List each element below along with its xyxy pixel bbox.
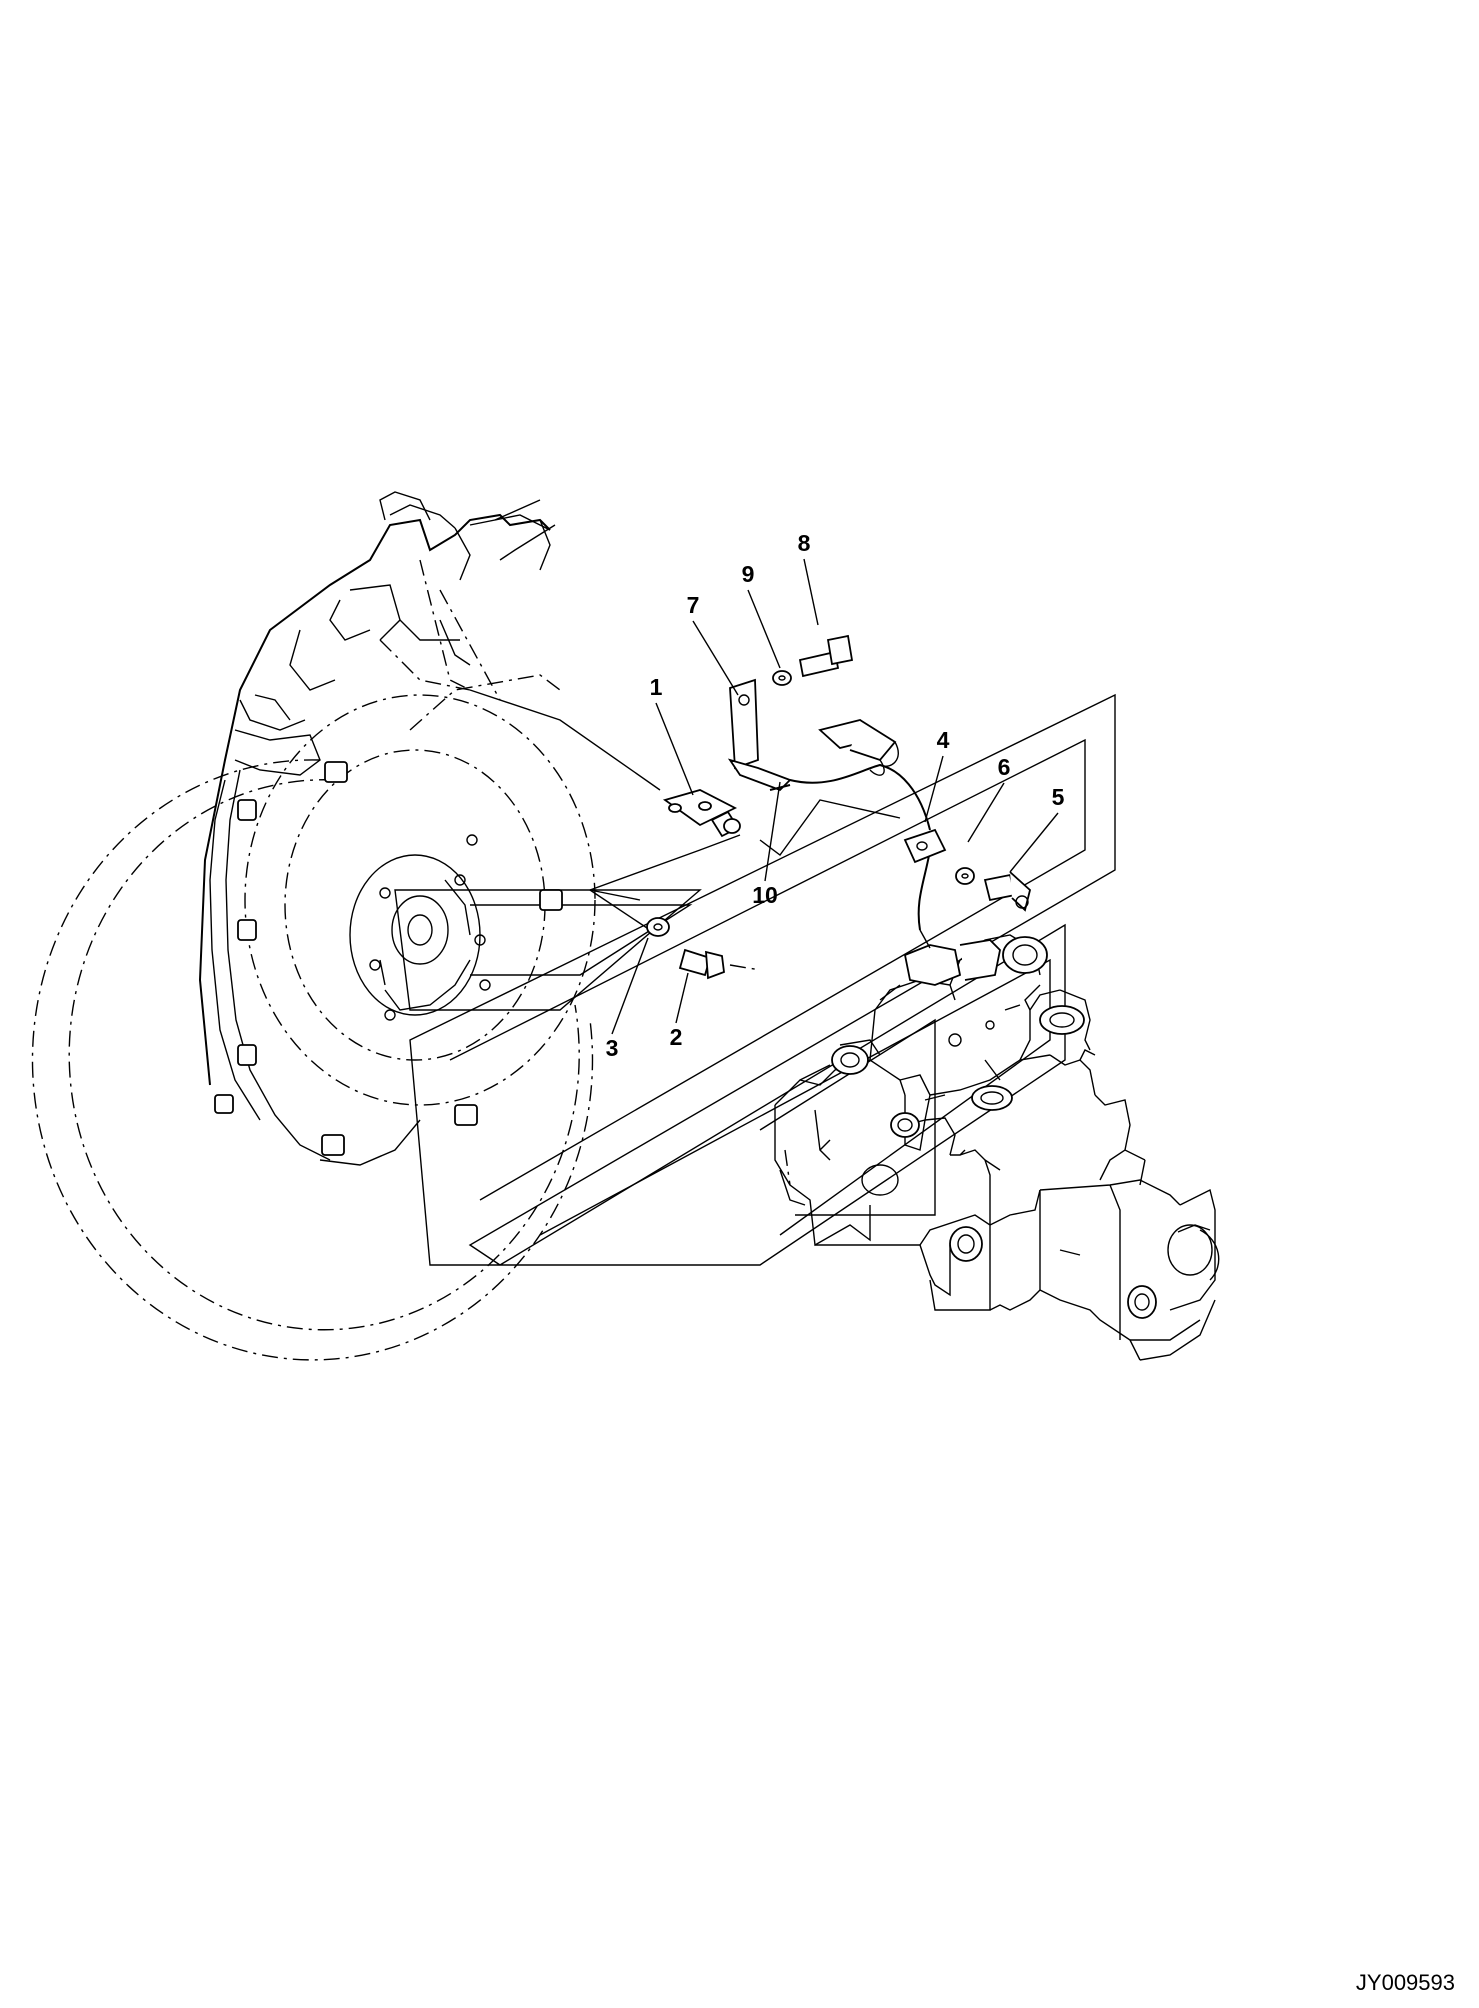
leader-line-5 [1009,812,1059,873]
callout-5: 5 [1052,784,1065,810]
callout-8: 8 [798,530,811,556]
leader-line-3 [611,937,649,1035]
leader-line-6 [967,782,1005,843]
leader-line-1 [655,702,694,796]
callout-2: 2 [670,1024,683,1050]
flywheel-housing [31,491,596,1361]
callout-10: 10 [752,882,778,908]
leader-line-8 [803,558,819,626]
callout-leaders [611,558,1059,1035]
callout-7: 7 [687,592,700,618]
callout-4: 4 [937,727,950,753]
callout-1: 1 [650,674,663,700]
leader-line-7 [692,620,739,696]
callout-9: 9 [742,561,755,587]
callout-6: 6 [998,754,1011,780]
sensor-assembly [469,634,1032,980]
hydraulic-pump [774,929,1220,1361]
watermark-logo [394,693,1116,1266]
callout-3: 3 [606,1035,619,1061]
leader-line-10 [764,781,781,882]
callout-labels: 1 2 3 4 5 6 7 8 9 10 [606,530,1065,1061]
leader-line-9 [747,589,781,669]
leader-line-2 [675,972,689,1024]
leader-line-4 [924,755,944,823]
document-id: JY009593 [1356,1970,1455,1995]
